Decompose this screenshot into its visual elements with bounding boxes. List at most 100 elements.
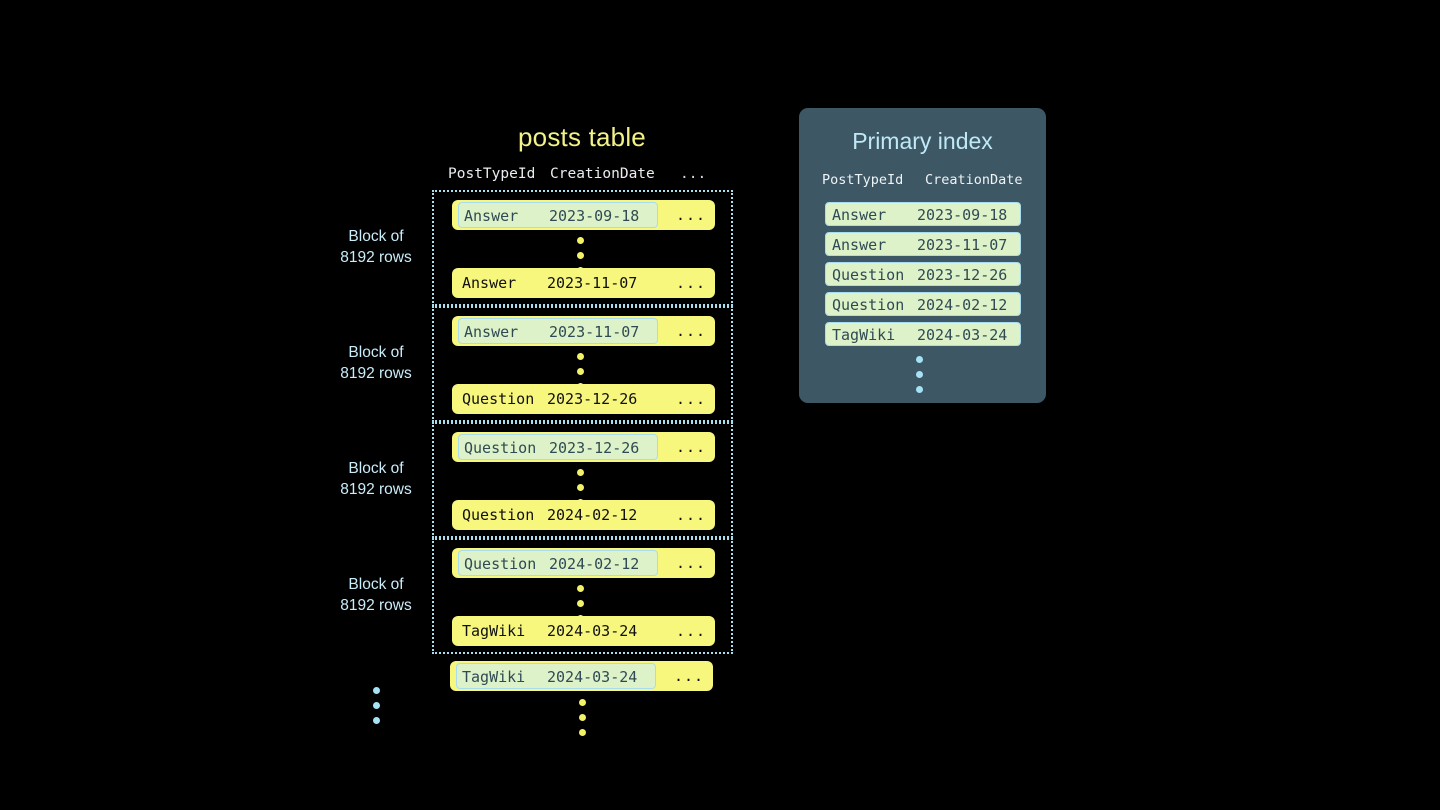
row-index-key-chip bbox=[458, 202, 658, 228]
dot bbox=[576, 353, 584, 360]
cell-post-type-id: Answer bbox=[462, 274, 517, 292]
dot bbox=[915, 371, 923, 378]
cell-post-type-id: Question bbox=[462, 506, 535, 524]
dot bbox=[372, 687, 380, 694]
posts-table-continuation-dots bbox=[577, 699, 587, 736]
cell-post-type-id: Answer bbox=[464, 323, 519, 341]
cell-post-type-id: Question bbox=[464, 555, 537, 573]
trailing-row: TagWiki 2024-03-24 ... bbox=[450, 661, 713, 691]
dot bbox=[576, 469, 584, 476]
blocks-continuation-dots bbox=[371, 687, 381, 724]
cell-creation-date: 2023-11-07 bbox=[549, 323, 640, 341]
cell-post-type-id: TagWiki bbox=[462, 622, 526, 640]
posts-row-last-block-2: Question 2023-12-26... bbox=[452, 384, 715, 414]
index-cell-creation-date: 2024-03-24 bbox=[917, 326, 1008, 344]
dot bbox=[372, 702, 380, 709]
cell-creation-date: 2024-03-24 bbox=[547, 668, 638, 686]
posts-block-3: Question 2023-12-26... Question 2024-02-12.… bbox=[432, 422, 733, 538]
posts-row-first-block-3: Question 2023-12-26... bbox=[452, 432, 715, 462]
cell-creation-date: 2023-11-07 bbox=[547, 274, 638, 292]
cell-creation-date: 2023-12-26 bbox=[547, 390, 638, 408]
posts-row-first-block-1: Answer 2023-09-18... bbox=[452, 200, 715, 230]
cell-ellipsis: ... bbox=[676, 554, 707, 572]
dot bbox=[576, 252, 584, 259]
row-index-key-chip bbox=[458, 434, 658, 460]
primary-index-entry-3: Question 2023-12-26 bbox=[825, 262, 1021, 286]
cell-post-type-id: TagWiki bbox=[462, 668, 526, 686]
block-label-4: Block of 8192 rows bbox=[306, 574, 446, 616]
index-column-header-creation-date: CreationDate bbox=[925, 172, 1023, 188]
block-label-line-1: Block of bbox=[348, 344, 404, 361]
block-label-line-2: 8192 rows bbox=[340, 481, 412, 498]
column-header-creation-date: CreationDate bbox=[550, 166, 655, 182]
dot bbox=[578, 714, 586, 721]
index-cell-post-type-id: Question bbox=[832, 266, 905, 284]
index-cell-post-type-id: TagWiki bbox=[832, 326, 896, 344]
block-label-2: Block of 8192 rows bbox=[306, 342, 446, 384]
primary-index-entry-4: Question 2024-02-12 bbox=[825, 292, 1021, 316]
cell-post-type-id: Answer bbox=[464, 207, 519, 225]
index-cell-creation-date: 2023-11-07 bbox=[917, 236, 1008, 254]
dot bbox=[576, 600, 584, 607]
cell-ellipsis: ... bbox=[676, 506, 707, 524]
dot bbox=[372, 717, 380, 724]
primary-index-entry-5: TagWiki 2024-03-24 bbox=[825, 322, 1021, 346]
column-header-ellipsis: ... bbox=[680, 166, 707, 182]
cell-post-type-id: Question bbox=[464, 439, 537, 457]
index-cell-creation-date: 2023-12-26 bbox=[917, 266, 1008, 284]
primary-index-entry-2: Answer 2023-11-07 bbox=[825, 232, 1021, 256]
cell-post-type-id: Question bbox=[462, 390, 535, 408]
block-label-line-1: Block of bbox=[348, 460, 404, 477]
block-label-3: Block of 8192 rows bbox=[306, 458, 446, 500]
block-label-line-1: Block of bbox=[348, 228, 404, 245]
dot bbox=[915, 356, 923, 363]
posts-table-column-headers: PostTypeId CreationDate ... bbox=[432, 166, 732, 186]
cell-creation-date: 2023-12-26 bbox=[549, 439, 640, 457]
block-label-line-2: 8192 rows bbox=[340, 249, 412, 266]
primary-index-continuation-dots bbox=[914, 356, 924, 393]
block-label-line-2: 8192 rows bbox=[340, 365, 412, 382]
index-cell-creation-date: 2024-02-12 bbox=[917, 296, 1008, 314]
primary-index-column-headers: PostTypeId CreationDate bbox=[799, 172, 1046, 192]
posts-row-first-block-4: Question 2024-02-12... bbox=[452, 548, 715, 578]
dot bbox=[576, 237, 584, 244]
cell-ellipsis: ... bbox=[676, 438, 707, 456]
cell-creation-date: 2023-09-18 bbox=[549, 207, 640, 225]
cell-creation-date: 2024-02-12 bbox=[549, 555, 640, 573]
block-label-line-1: Block of bbox=[348, 576, 404, 593]
primary-index-title: Primary index bbox=[852, 128, 993, 154]
posts-row-last-block-4: TagWiki 2024-03-24... bbox=[452, 616, 715, 646]
cell-ellipsis: ... bbox=[676, 206, 707, 224]
posts-block-2: Answer 2023-11-07... Question 2023-12-26... bbox=[432, 306, 733, 422]
dot bbox=[578, 699, 586, 706]
dot bbox=[915, 386, 923, 393]
index-cell-post-type-id: Answer bbox=[832, 236, 887, 254]
cell-ellipsis: ... bbox=[676, 622, 707, 640]
index-cell-post-type-id: Answer bbox=[832, 206, 887, 224]
posts-block-4: Question 2024-02-12... TagWiki 2024-03-24..… bbox=[432, 538, 733, 654]
block-label-line-2: 8192 rows bbox=[340, 597, 412, 614]
row-index-key-chip bbox=[458, 550, 658, 576]
cell-ellipsis: ... bbox=[676, 390, 707, 408]
index-column-header-post-type-id: PostTypeId bbox=[822, 172, 904, 188]
dot bbox=[576, 585, 584, 592]
index-cell-post-type-id: Question bbox=[832, 296, 905, 314]
row-index-key-chip bbox=[456, 663, 656, 689]
primary-index-entry-1: Answer 2023-09-18 bbox=[825, 202, 1021, 226]
row-index-key-chip bbox=[458, 318, 658, 344]
posts-table-title: posts table bbox=[518, 122, 646, 152]
cell-ellipsis: ... bbox=[676, 322, 707, 340]
cell-ellipsis: ... bbox=[674, 667, 705, 685]
cell-creation-date: 2024-02-12 bbox=[547, 506, 638, 524]
posts-row-first-block-2: Answer 2023-11-07... bbox=[452, 316, 715, 346]
cell-creation-date: 2024-03-24 bbox=[547, 622, 638, 640]
index-cell-creation-date: 2023-09-18 bbox=[917, 206, 1008, 224]
dot bbox=[578, 729, 586, 736]
primary-index-panel: Primary index PostTypeId CreationDate An… bbox=[799, 108, 1046, 403]
dot bbox=[576, 368, 584, 375]
dot bbox=[576, 484, 584, 491]
